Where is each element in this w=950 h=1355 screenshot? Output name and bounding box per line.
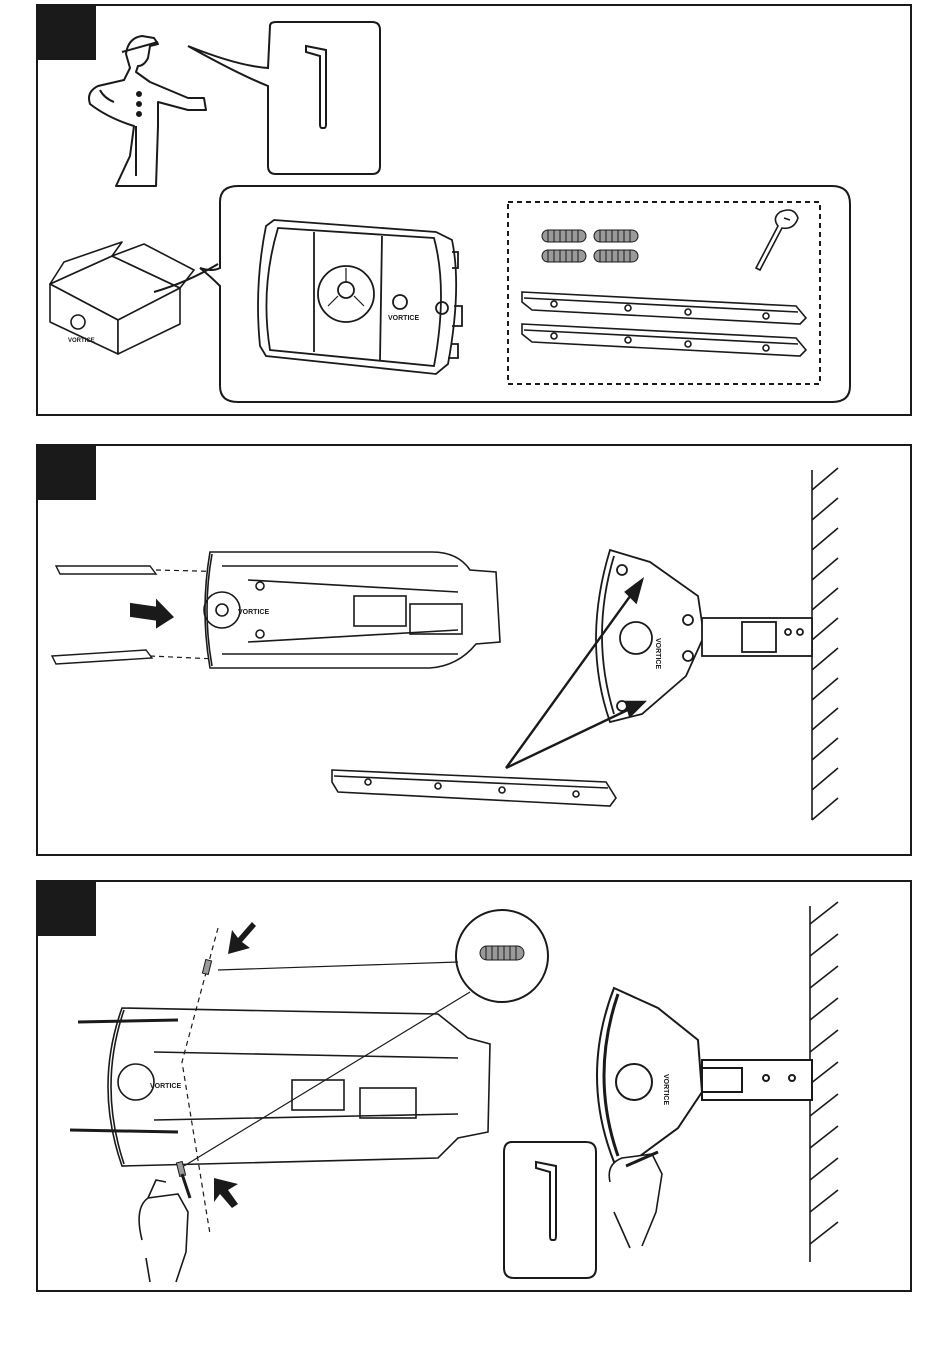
heater-unit: VORTICE	[204, 552, 500, 668]
arrow-icon	[130, 595, 174, 631]
step-2-illustration: VORTICE VORTICE	[38, 446, 910, 854]
step-3-illustration: VORTICE	[38, 882, 910, 1290]
cable-tie-icon	[756, 210, 798, 270]
worker-figure	[89, 36, 206, 186]
box-logo-text: VORTICE	[68, 338, 95, 344]
heater-logo-text-4: VORTICE	[150, 1083, 181, 1090]
heater-unit: VORTICE	[258, 220, 462, 374]
grub-screw-icon	[542, 230, 638, 262]
heater-logo-text: VORTICE	[388, 315, 419, 322]
hex-key-icon	[182, 1174, 190, 1198]
box-icon: VORTICE	[50, 242, 194, 354]
speech-bubble	[188, 22, 380, 174]
step-3-panel: VORTICE	[36, 880, 912, 1292]
mounting-rail	[522, 324, 806, 356]
heater-end-view: VORTICE	[597, 988, 812, 1162]
mounting-rail	[332, 770, 616, 806]
heater-logo-text-3: VORTICE	[654, 638, 661, 669]
hand-icon	[609, 1154, 662, 1248]
heater-end-view: VORTICE	[596, 550, 812, 722]
grub-screw-icon	[202, 959, 211, 974]
hand-icon	[139, 1180, 188, 1282]
heater-logo-text-2: VORTICE	[238, 609, 269, 616]
grub-screw-icon	[480, 946, 524, 960]
wall-hatch	[812, 468, 838, 820]
heater-logo-text-5: VORTICE	[662, 1074, 669, 1105]
wall-hatch	[810, 902, 838, 1262]
heater-unit: VORTICE	[70, 1008, 490, 1166]
step-2-panel: VORTICE VORTICE	[36, 444, 912, 856]
mounting-rail	[522, 292, 806, 324]
step-1-illustration: VORTICE VORTICE	[38, 6, 910, 414]
step-1-panel: VORTICE VORTICE	[36, 4, 912, 416]
